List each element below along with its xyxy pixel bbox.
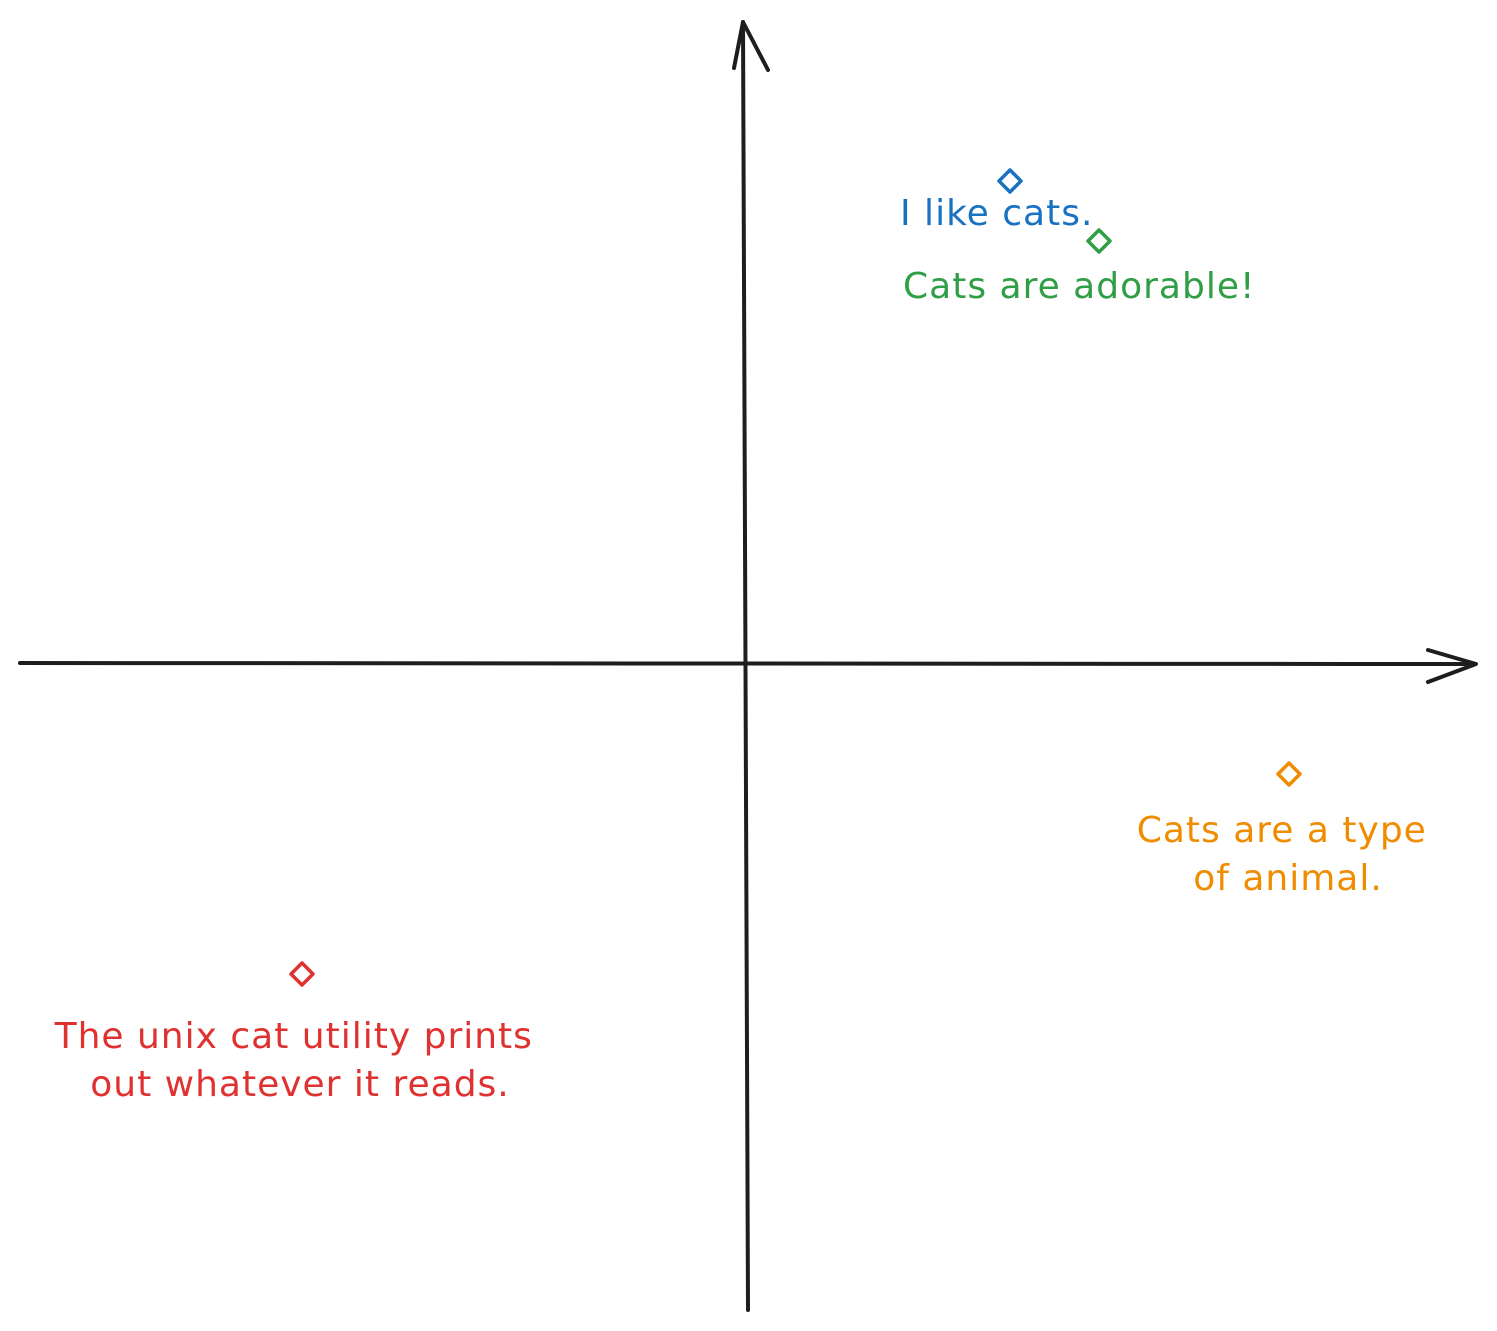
- point-adorable: Cats are adorable!: [903, 228, 1255, 307]
- x-axis-arrowhead-icon: [1426, 648, 1478, 684]
- x-axis-line: [18, 660, 1477, 666]
- y-axis-line: [741, 20, 750, 1312]
- point-label: I like cats.: [900, 193, 1093, 234]
- diamond-marker-icon: [1086, 228, 1112, 254]
- point-label-line: of animal.: [1193, 858, 1383, 899]
- x-axis: [18, 648, 1478, 684]
- point-like-cats: I like cats.: [900, 168, 1093, 234]
- point-label: Cats are adorable!: [903, 266, 1255, 307]
- y-axis-arrowhead-icon: [732, 20, 770, 72]
- diamond-marker-icon: [1276, 761, 1302, 787]
- point-label-line: out whatever it reads.: [90, 1064, 510, 1105]
- point-label-line: Cats are a type: [1137, 810, 1427, 851]
- point-label-line: Cats are adorable!: [903, 266, 1255, 307]
- diamond-marker-icon: [289, 961, 315, 987]
- y-axis: [732, 20, 770, 1312]
- point-label: The unix cat utility prints out whatever…: [54, 1016, 546, 1105]
- point-unix: The unix cat utility prints out whatever…: [54, 961, 546, 1105]
- point-label-line: The unix cat utility prints: [54, 1016, 533, 1057]
- point-label-line: I like cats.: [900, 193, 1093, 234]
- point-label: Cats are a type of animal.: [1137, 810, 1440, 899]
- diamond-marker-icon: [997, 168, 1023, 194]
- point-animal: Cats are a type of animal.: [1137, 761, 1440, 899]
